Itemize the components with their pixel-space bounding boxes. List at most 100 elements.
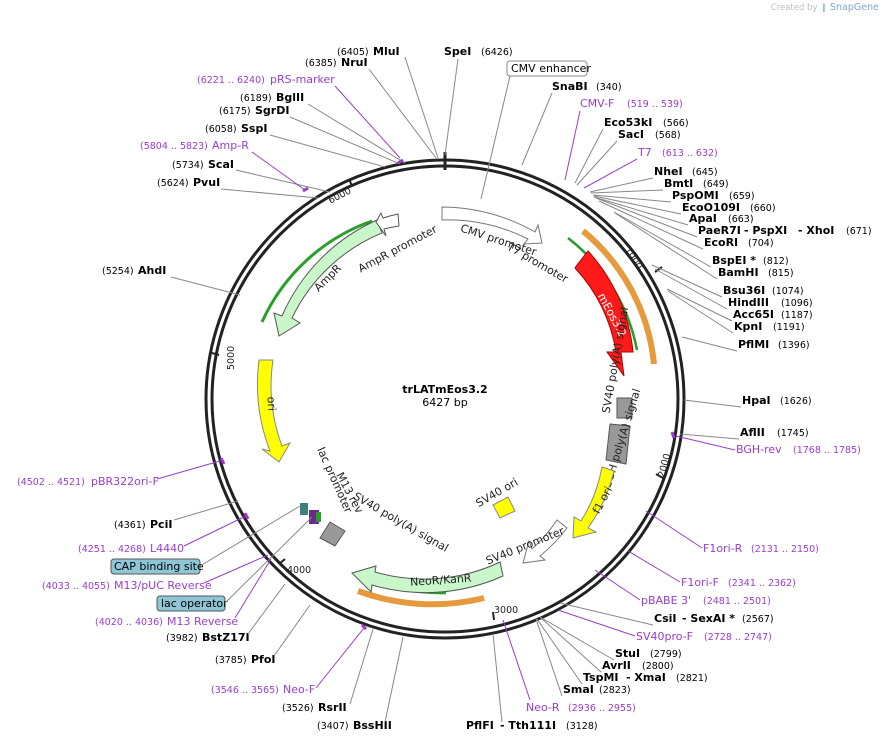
feature-arrow-meos3.2[interactable] <box>574 250 634 377</box>
enzyme-acc65i[interactable]: Acc65I <box>733 308 774 321</box>
feature-arrow-ampr[interactable] <box>273 219 383 337</box>
svg-text:F1ori-R(2131 .. 2150): F1ori-R(2131 .. 2150) <box>703 542 819 555</box>
primer-neo-r[interactable]: Neo-R <box>526 701 560 714</box>
enzyme-pos-ahdi: (5254) <box>102 266 134 277</box>
feature-arrow-cmv-promoter[interactable] <box>441 206 543 245</box>
enzyme-pcii[interactable]: PciI <box>150 518 172 531</box>
enzyme-ahdi[interactable]: AhdI <box>138 264 166 277</box>
enzyme-xhoi[interactable]: - XhoI <box>798 224 834 237</box>
enzyme-tspmi[interactable]: TspMI <box>583 671 619 684</box>
primer-leader-neo-f <box>315 627 365 689</box>
enzyme-pspomi[interactable]: PspOMI <box>672 189 719 202</box>
label-box-cap-binding-site[interactable] <box>110 558 201 575</box>
enzyme-pflfi[interactable]: PflFI <box>466 719 494 732</box>
enzyme-paer7i[interactable]: PaeR7I <box>698 224 741 237</box>
enzyme-rsrii[interactable]: RsrII <box>318 701 347 714</box>
enzyme-hpai[interactable]: HpaI <box>742 394 771 407</box>
primer-t7[interactable]: T7 <box>637 146 652 159</box>
primer-m13-puc-reverse[interactable]: M13/pUC Reverse <box>114 579 212 592</box>
enzyme-ecoo109i[interactable]: EcoO109I <box>682 201 740 214</box>
enzyme-scai[interactable]: ScaI <box>208 158 234 171</box>
svg-text:(4251 .. 4268)L4440: (4251 .. 4268) L4440 <box>78 542 184 555</box>
primer-pos-l4440: (4251 .. 4268) <box>78 544 146 555</box>
enzyme-hindiii[interactable]: HindIII <box>728 296 769 309</box>
enzyme-sexai[interactable]: - SexAI * <box>682 612 735 625</box>
svg-text:(3546 .. 3565)Neo-F: (3546 .. 3565)Neo-F <box>211 683 315 696</box>
feature-box-sv40-polya-2[interactable] <box>319 521 346 547</box>
enzyme-pos-bsu36i: (1074) <box>772 286 804 297</box>
enzyme-pos-hindiii: (1096) <box>781 298 813 309</box>
primer-prs-marker[interactable]: pRS-marker <box>270 73 335 86</box>
enzyme-bmti[interactable]: BmtI <box>664 177 693 190</box>
enzyme-csii[interactable]: CsiI <box>654 612 676 625</box>
enzyme-xmai[interactable]: - XmaI <box>626 671 666 684</box>
primer-sv40pro-f[interactable]: SV40pro-F <box>636 630 693 643</box>
enzyme-snabi[interactable]: SnaBI <box>552 80 588 93</box>
primer-neo-f[interactable]: Neo-F <box>283 683 315 696</box>
enzyme-pflmi[interactable]: PflMI <box>738 338 769 351</box>
enzyme-bsu36i[interactable]: Bsu36I <box>723 284 765 297</box>
feature-box-m13-rev[interactable] <box>300 503 308 515</box>
svg-text:(5804 .. 5823)Amp-R: (5804 .. 5823)Amp-R <box>140 139 249 152</box>
enzyme-pos-nrui: (6385) <box>305 58 337 69</box>
primer-pbr322ori-f[interactable]: pBR322ori-F <box>91 475 159 488</box>
feature-arrow-ampr-promoter[interactable] <box>375 211 400 237</box>
enzyme-eco53ki[interactable]: Eco53kI <box>604 116 652 129</box>
enzyme-nhei[interactable]: NheI <box>654 165 683 178</box>
primer-pos-m13-reverse: (4020 .. 4036) <box>95 617 163 628</box>
feature-arrow-sv40-promoter[interactable] <box>522 519 568 564</box>
enzyme-bstz17i[interactable]: BstZ17I <box>202 631 250 644</box>
enzyme-kpni[interactable]: KpnI <box>734 320 762 333</box>
enzyme-bamhi[interactable]: BamHI <box>718 266 759 279</box>
svg-text:T7(613 .. 632): T7(613 .. 632) <box>637 146 718 159</box>
feature-box-sv40-polya[interactable] <box>616 397 633 419</box>
primer-pos-pbabe-3: (2481 .. 2501) <box>703 596 771 607</box>
enzyme-pfoi[interactable]: PfoI <box>251 653 276 666</box>
primer-cmv-f[interactable]: CMV-F <box>580 97 614 110</box>
enzyme-bsshii[interactable]: BssHII <box>353 719 392 732</box>
snapgene-logo-icon: ❙ <box>820 3 828 13</box>
enzyme-stui[interactable]: StuI <box>615 647 640 660</box>
enzyme-avrii[interactable]: AvrII <box>602 659 631 672</box>
primer-f1ori-r[interactable]: F1ori-R <box>703 542 743 555</box>
enzyme-spei[interactable]: SpeI <box>444 45 471 58</box>
feature-box-lac-promoter-mark[interactable] <box>316 512 321 522</box>
enzyme-bglii[interactable]: BglII <box>276 91 304 104</box>
enzyme-saci[interactable]: SacI <box>618 128 644 141</box>
label-box-lac-operator[interactable] <box>156 595 226 612</box>
boxed-labels: CMV enhancer CAP binding site lac operat… <box>110 60 591 612</box>
primer-pbabe-3[interactable]: pBABE 3' <box>641 594 691 607</box>
enzyme-mlui[interactable]: MluI <box>373 45 400 58</box>
primer-bgh-rev[interactable]: BGH-rev <box>736 443 782 456</box>
feature-box-sv40-ori[interactable] <box>492 496 516 519</box>
plasmid-name: trLATmEos3.2 <box>402 383 487 396</box>
label-box-cmv-enhancer[interactable] <box>506 60 588 77</box>
primer-pos-bgh-rev: (1768 .. 1785) <box>793 445 861 456</box>
primer-l4440[interactable]: L4440 <box>150 542 184 555</box>
primer-mark-l4440 <box>243 512 250 520</box>
feature-arrow-ori[interactable] <box>256 359 292 463</box>
enzyme-pspxi[interactable]: - PspXI <box>744 224 787 237</box>
feature-arrow-neor-kanr[interactable] <box>351 561 504 594</box>
enzyme-nrui[interactable]: NruI <box>341 56 368 69</box>
enzyme-aflii[interactable]: AflII <box>740 426 765 439</box>
svg-text:BspEI *(812): BspEI *(812) <box>712 254 789 267</box>
feature-box-lac-operator[interactable] <box>309 510 319 524</box>
enzyme-sspi[interactable]: SspI <box>241 122 267 135</box>
enzyme-bspei[interactable]: BspEI * <box>712 254 756 267</box>
primer-f1ori-f[interactable]: F1ori-F <box>681 576 719 589</box>
feature-box-bgh-polya[interactable] <box>605 423 631 465</box>
primer-leader-amp-r <box>251 151 306 191</box>
primer-m13-reverse[interactable]: M13 Reverse <box>167 615 238 628</box>
enzyme-sgrdi[interactable]: SgrDI <box>255 104 289 117</box>
feature-arrow-f1-ori[interactable] <box>572 466 615 539</box>
enzyme-pvui[interactable]: PvuI <box>193 176 220 189</box>
primer-pos-neo-r: (2936 .. 2955) <box>568 703 636 714</box>
enzyme-tth111i[interactable]: - Tth111I <box>500 719 556 732</box>
svg-text:AvrII(2800): AvrII(2800) <box>602 659 674 672</box>
svg-text:(4033 .. 4055)M13/pUC Reverse: (4033 .. 4055)M13/pUC Reverse <box>42 579 212 592</box>
enzyme-ecori[interactable]: EcoRI <box>704 236 738 249</box>
enzyme-smai[interactable]: SmaI <box>563 683 594 696</box>
primer-amp-r[interactable]: Amp-R <box>212 139 249 152</box>
enzyme-apai[interactable]: ApaI <box>689 212 717 225</box>
